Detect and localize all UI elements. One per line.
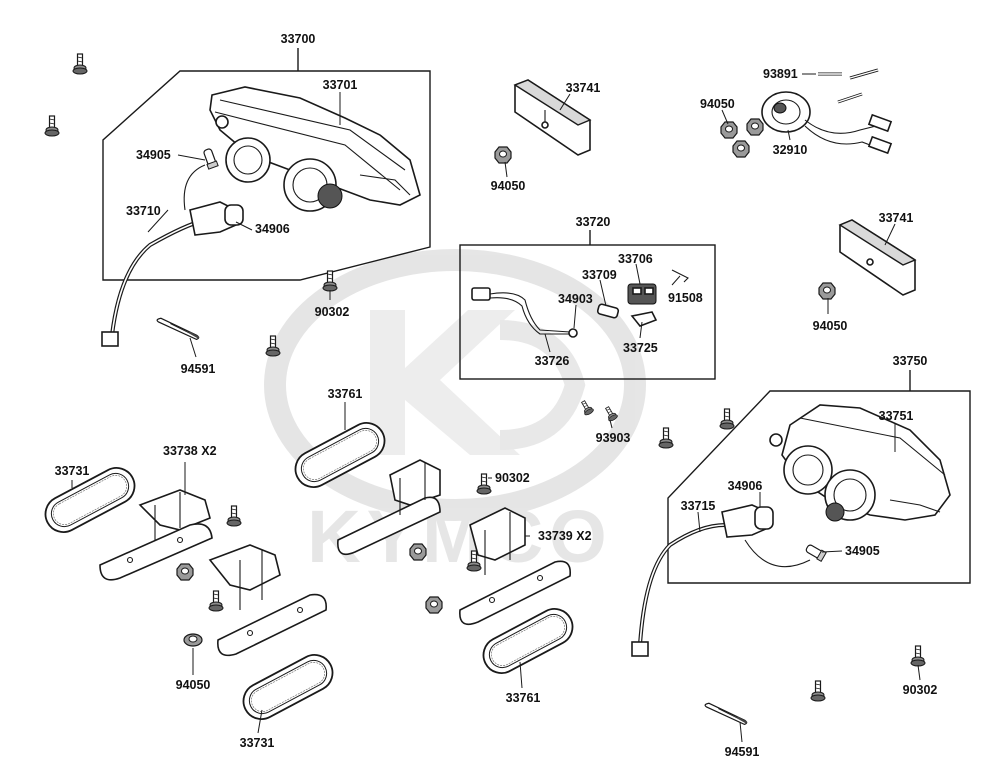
part-label: 33741: [878, 211, 914, 225]
nut: [746, 118, 764, 136]
part-label: 33731: [239, 736, 275, 750]
part-label: 94050: [812, 319, 848, 333]
part-label: 33725: [623, 341, 658, 355]
nut: [732, 140, 750, 158]
wiring-harness-33710: [101, 164, 206, 347]
part-label: 94050: [175, 678, 211, 692]
part-label: 93891: [763, 67, 798, 81]
wiring-harness-33715: [631, 523, 811, 657]
clip-33725: [630, 311, 658, 327]
part-label: 94591: [724, 745, 760, 759]
bolt: [810, 680, 826, 702]
reflector-33741-right: [838, 219, 917, 296]
screw-93903: [578, 398, 595, 417]
screws-93891: [818, 68, 879, 104]
lens-33731-bottom: [236, 647, 340, 727]
part-label: 33700: [280, 32, 316, 46]
part-label: 94050: [700, 97, 735, 111]
part-label: 33720: [575, 215, 611, 229]
bolt: [910, 645, 926, 667]
part-label: 34906: [727, 479, 763, 493]
nut: [818, 282, 836, 300]
part-label: 33741: [565, 81, 601, 95]
spring-91508: [671, 269, 689, 283]
part-label: 34903: [558, 292, 593, 306]
part-label: 33726: [534, 354, 570, 368]
nut: [425, 596, 443, 614]
license-light-32910: [761, 91, 893, 155]
bolt: [226, 505, 242, 527]
nut: [176, 563, 194, 581]
group-frame-33720: [459, 244, 716, 380]
part-label: 90302: [902, 683, 938, 697]
part-label: 90302: [314, 305, 350, 319]
part-label: 93903: [595, 431, 631, 445]
part-label: 34906: [255, 222, 290, 236]
strap-94591-top: [154, 316, 202, 341]
part-label: 33750: [892, 354, 928, 368]
part-label: 94050: [490, 179, 526, 193]
part-label: 34905: [845, 544, 880, 558]
nut: [409, 543, 427, 561]
part-label: 90302: [495, 471, 530, 485]
part-label: 33751: [878, 409, 914, 423]
wire-harness-33726: [471, 287, 578, 338]
bolt: [44, 115, 60, 137]
part-label: 33761: [505, 691, 541, 705]
bracket-33739-a: [337, 459, 441, 556]
part-label: 33709: [582, 268, 617, 282]
socket-34906-front: [189, 201, 244, 236]
socket-34906-rear: [721, 504, 774, 538]
washer: [183, 633, 203, 647]
bracket-33738-a: [99, 489, 213, 581]
strap-94591-bottom: [702, 701, 750, 726]
bolt: [208, 590, 224, 612]
bolt: [719, 408, 735, 430]
part-label: 34905: [136, 148, 171, 162]
leader-lines: [71, 73, 921, 743]
nut: [720, 121, 738, 139]
rear-lamp-assembly-33751: [769, 404, 951, 522]
bolt: [72, 53, 88, 75]
part-label: 33738 X2: [163, 444, 217, 458]
group-frame-33750: [667, 390, 971, 584]
part-label: 94591: [180, 362, 216, 376]
part-label: 32910: [772, 143, 808, 157]
bolt: [476, 473, 492, 495]
reflector-33741-top: [513, 79, 592, 156]
part-label: 33761: [327, 387, 363, 401]
part-label: 33715: [680, 499, 716, 513]
part-label: 33710: [126, 204, 161, 218]
part-label: 33739 X2: [538, 529, 592, 543]
bracket-33709: [596, 303, 620, 319]
front-lamp-assembly-33701: [209, 86, 421, 212]
part-label: 91508: [668, 291, 703, 305]
bracket-33738-b: [208, 544, 327, 657]
part-label: 33731: [54, 464, 90, 478]
bolt: [658, 427, 674, 449]
nut: [494, 146, 512, 164]
part-label: 33701: [322, 78, 358, 92]
bulb-34905-front: [201, 147, 219, 170]
part-label: 33706: [618, 252, 653, 266]
switch-33706: [627, 283, 657, 305]
group-frame-33700: [102, 70, 431, 281]
kymco-watermark: [264, 249, 646, 521]
bracket-33739-b: [459, 507, 572, 626]
